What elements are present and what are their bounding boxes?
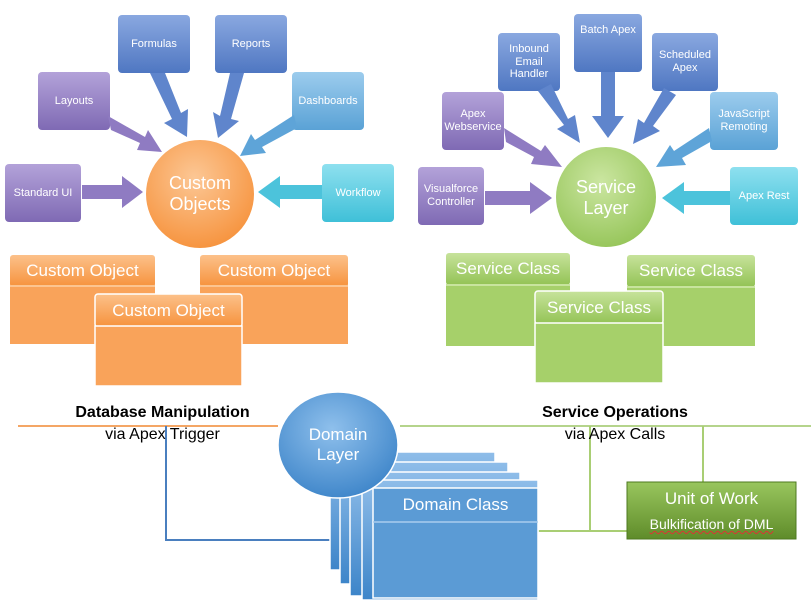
- db-manipulation-title: Database Manipulation: [75, 404, 250, 421]
- workflow-label: Workflow: [335, 186, 381, 199]
- standard-ui-label: Standard UI: [13, 186, 73, 199]
- arrow-dashboards: [240, 115, 297, 156]
- batch-apex-tile: [574, 14, 642, 72]
- custom-object-label-1: Custom Object: [26, 261, 139, 281]
- domain-layer-circle: [277, 391, 399, 499]
- custom-object-front: [94, 293, 243, 387]
- service-class-front: [534, 290, 664, 384]
- apex-webservice-label: Apex Webservice: [444, 108, 502, 133]
- service-ops-title: Service Operations: [542, 404, 688, 421]
- layouts-tile: [38, 72, 110, 130]
- visualforce-controller-tile: [418, 167, 484, 225]
- arrow-apex-rest: [662, 182, 730, 214]
- formulas-label: Formulas: [131, 37, 177, 50]
- scheduled-apex-label: Scheduled Apex: [659, 49, 711, 74]
- arrow-scheduled-apex: [633, 88, 676, 144]
- service-class-label-1: Service Class: [456, 259, 560, 279]
- dashboards-label: Dashboards: [298, 94, 358, 107]
- custom-object-label-2: Custom Object: [217, 261, 331, 281]
- service-class-label-2: Service Class: [639, 261, 743, 281]
- inbound-email-label: Inbound Email Handler: [509, 43, 549, 81]
- scheduled-apex-tile: [652, 33, 718, 91]
- unit-of-work-box: [626, 481, 797, 540]
- domain-class-stack: [329, 451, 539, 601]
- domain-class-label: Domain Class: [402, 495, 509, 515]
- arrow-layouts: [108, 116, 162, 152]
- reports-tile: [215, 15, 287, 73]
- service-layer-label: Service Layer: [575, 177, 637, 218]
- custom-objects-label: Custom Objects: [168, 173, 231, 214]
- service-ops-sub: via Apex Calls: [564, 426, 666, 443]
- custom-object-label-3: Custom Object: [112, 300, 225, 320]
- arrow-javascript-remoting: [656, 128, 712, 167]
- apex-rest-tile: [730, 167, 798, 225]
- unit-of-work-title: Unit of Work: [664, 489, 759, 509]
- javascript-remoting-tile: [710, 92, 778, 150]
- layouts-label: Layouts: [54, 94, 94, 107]
- arrow-apex-webservice: [504, 128, 562, 167]
- arrow-workflow: [258, 176, 322, 208]
- arrow-formulas: [150, 73, 188, 137]
- service-ops-caption: Service Operations via Apex Calls: [480, 404, 750, 444]
- arrow-standard-ui: [82, 176, 143, 208]
- inbound-email-tile: [498, 33, 560, 91]
- apex-webservice-tile: [442, 92, 504, 150]
- javascript-remoting-label: JavaScript Remoting: [718, 108, 770, 133]
- standard-ui-tile: [5, 164, 81, 222]
- custom-objects-circle: [146, 140, 254, 248]
- arrow-visualforce: [485, 182, 552, 214]
- batch-apex-label: Batch Apex: [580, 24, 636, 36]
- service-class-label-3: Service Class: [547, 297, 651, 317]
- reports-label: Reports: [231, 37, 271, 50]
- workflow-tile: [322, 164, 394, 222]
- connector-left: [165, 426, 362, 541]
- apex-rest-label: Apex Rest: [738, 189, 790, 202]
- dashboards-tile: [292, 72, 364, 130]
- unit-of-work-subtitle: Bulkification of DML: [627, 512, 796, 536]
- domain-layer-label: Domain Layer: [308, 425, 368, 464]
- arrow-inbound-email: [538, 84, 580, 143]
- arrow-reports: [213, 73, 244, 138]
- unit-of-work-subtitle-text: Bulkification of DML: [649, 515, 774, 532]
- db-manipulation-caption: Database Manipulation via Apex Trigger: [30, 404, 295, 444]
- service-layer-circle: [556, 147, 656, 247]
- formulas-tile: [118, 15, 190, 73]
- visualforce-controller-label: Visualforce Controller: [423, 183, 479, 208]
- db-manipulation-sub: via Apex Trigger: [105, 426, 220, 443]
- arrow-batch-apex: [592, 72, 624, 138]
